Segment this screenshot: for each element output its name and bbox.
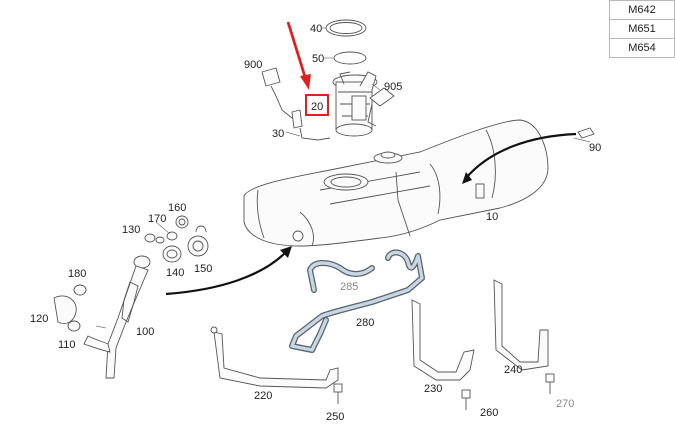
engine-row: M651 (609, 19, 675, 39)
callout-40: 40 (310, 23, 322, 35)
sensor-905 (367, 87, 395, 127)
callout-220: 220 (254, 390, 272, 402)
clamp-130 (144, 233, 165, 244)
callout-230: 230 (424, 383, 442, 395)
callout-150: 150 (194, 263, 212, 275)
callout-900: 900 (244, 59, 262, 71)
fuel-cap-150 (187, 225, 209, 257)
clip-90 (577, 127, 595, 139)
callout-130: 130 (122, 224, 140, 236)
callout-110: 110 (58, 339, 76, 351)
callout-160: 160 (168, 202, 186, 214)
callout-10: 10 (486, 211, 498, 223)
hose-280 (289, 249, 425, 353)
seal-ring-40 (325, 19, 367, 37)
callout-20-highlight-box (305, 94, 329, 116)
engine-cell: M642 (609, 0, 675, 20)
clamp-180 (73, 284, 87, 296)
fuel-tank-10 (243, 119, 549, 247)
callout-20: 20 (311, 101, 323, 113)
engine-row: M654 (609, 38, 675, 58)
filler-neck-100 (83, 255, 151, 379)
callout-170: 170 (148, 213, 166, 225)
cap-160 (175, 215, 189, 229)
arrow-to-tank-left (165, 246, 292, 296)
callout-140: 140 (166, 267, 184, 279)
engine-cell: M654 (609, 38, 675, 58)
callout-180: 180 (68, 268, 86, 280)
ring-140 (162, 245, 182, 263)
arrow-to-tank-right (462, 132, 577, 184)
engine-variant-table: M642 M651 M654 (609, 0, 675, 58)
hose-120 (53, 295, 77, 324)
callout-905: 905 (384, 81, 402, 93)
engine-row: M642 (609, 0, 675, 20)
clamp-110 (67, 320, 81, 332)
red-indicator-arrow (286, 21, 311, 90)
bolt-270 (545, 373, 555, 394)
sensor-900 (261, 67, 331, 141)
o-ring-50 (333, 51, 367, 65)
bolt-250 (333, 383, 343, 404)
leader-lines (95, 27, 591, 329)
callout-90: 90 (589, 142, 601, 154)
callout-240: 240 (504, 364, 522, 376)
strap-230 (411, 299, 475, 381)
grommet-170 (166, 231, 178, 241)
callout-50: 50 (312, 53, 324, 65)
callout-100: 100 (136, 326, 154, 338)
callout-260: 260 (480, 407, 498, 419)
fuel-pump-module-20 (332, 71, 378, 137)
hose-285 (307, 260, 375, 293)
callout-30: 30 (272, 128, 284, 140)
engine-cell: M651 (609, 19, 675, 39)
callout-280: 280 (356, 317, 374, 329)
callout-120: 120 (30, 313, 48, 325)
bolt-260 (461, 389, 471, 410)
callout-270: 270 (556, 398, 574, 410)
strap-220 (210, 326, 339, 389)
callout-285: 285 (340, 281, 358, 293)
strap-240 (493, 279, 549, 371)
callout-250: 250 (326, 411, 344, 423)
